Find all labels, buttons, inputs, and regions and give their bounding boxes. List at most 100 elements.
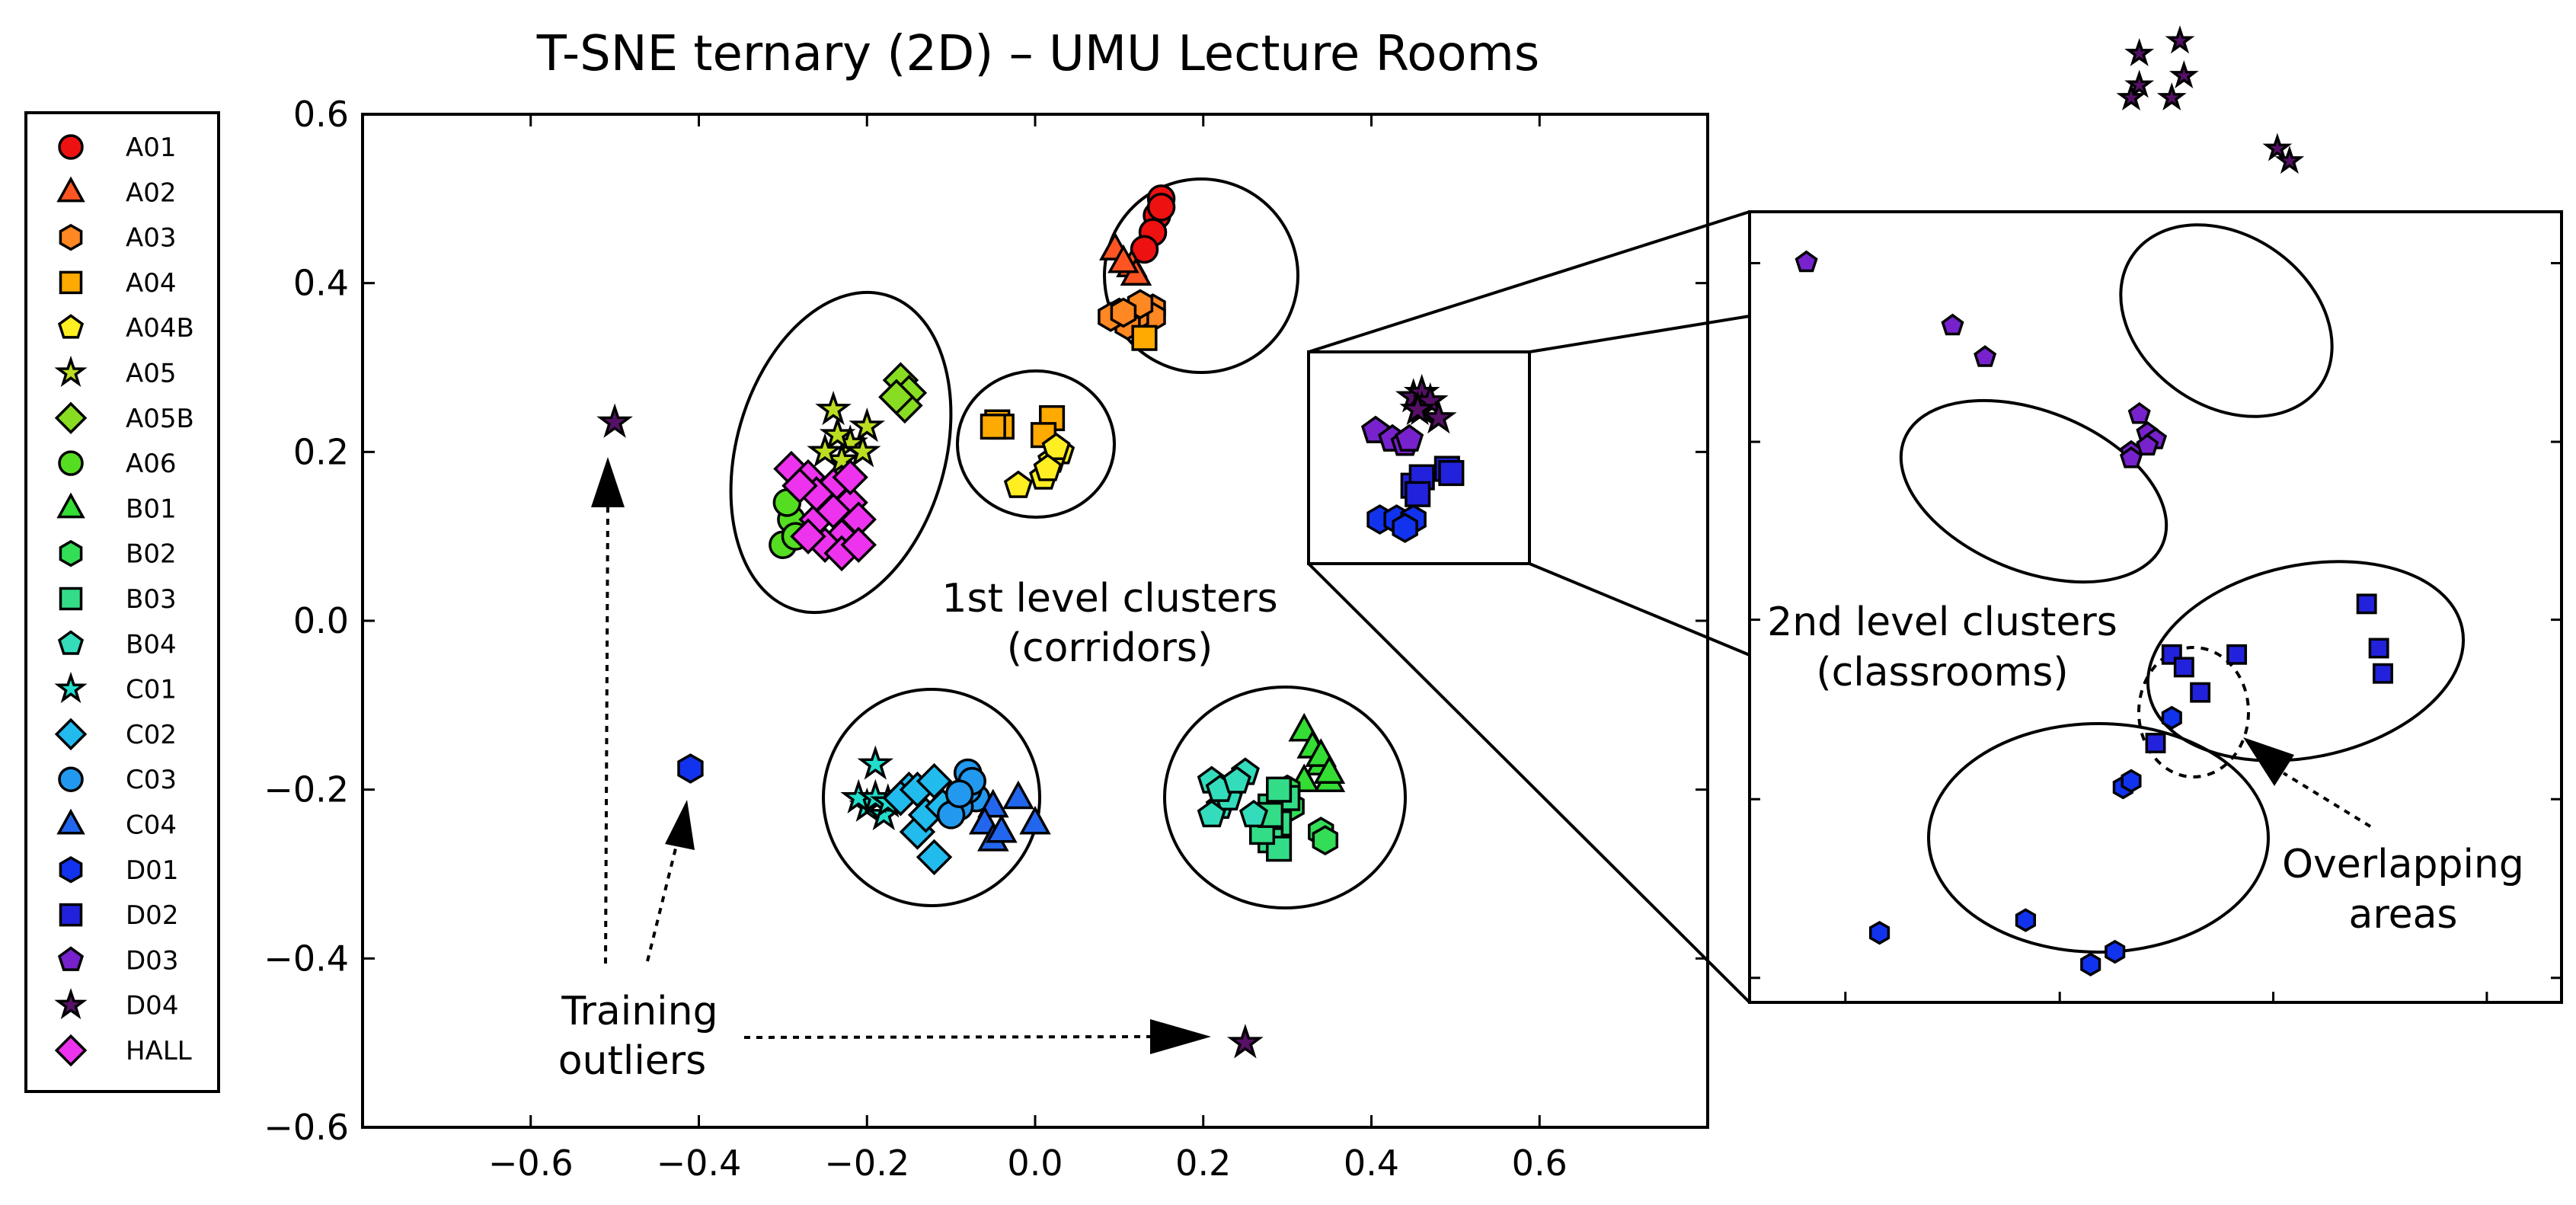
legend-label-a04b: A04B	[126, 313, 194, 344]
inset-point-d04	[2124, 38, 2155, 66]
inset-axis-ticks	[1750, 261, 2562, 1002]
inset-point-d01	[2080, 952, 2101, 976]
legend-marker-d03	[57, 946, 85, 971]
arrow-outlier-d01-shaft	[646, 845, 678, 962]
point-d01	[1392, 513, 1418, 543]
inset-ellipse-d02	[2146, 560, 2466, 762]
legend-marker-b01	[56, 492, 85, 519]
legend-marker-a06	[58, 450, 84, 476]
legend-label-b03: B03	[126, 584, 177, 615]
point-a05	[815, 390, 852, 426]
inset-cluster-ellipses	[1899, 223, 2466, 954]
legend-label-a02: A02	[126, 177, 177, 208]
legend-marker-b02	[59, 539, 83, 567]
point-a04	[1131, 324, 1158, 351]
inset-point-d01	[2015, 908, 2037, 932]
point-d04	[1227, 1024, 1264, 1059]
inset-plot-frame	[1748, 210, 2563, 1004]
cluster-ellipse-a01-a03	[1103, 177, 1299, 374]
x-tick-label: 0.6	[1512, 1143, 1568, 1184]
legend-label-b01: B01	[126, 494, 177, 524]
training-outliers-label-line2: outliers	[558, 1038, 707, 1084]
legend-marker-d04	[54, 988, 88, 1020]
point-hall	[815, 493, 852, 529]
x-tick-label: 0.0	[1007, 1143, 1063, 1184]
cluster-ellipse-hall-a05	[729, 290, 953, 615]
point-a05	[807, 433, 843, 468]
point-a05b	[878, 379, 915, 415]
point-a05	[819, 416, 856, 451]
chart-title: T-SNE ternary (2D) – UMU Lecture Rooms	[536, 26, 1539, 82]
y-tick-label: 0.4	[293, 263, 349, 304]
legend-marker-a04	[59, 270, 83, 295]
inset-point-d03	[2119, 446, 2143, 468]
point-a04b	[1041, 432, 1071, 460]
legend-marker-d02	[59, 903, 83, 927]
point-a04b	[1033, 453, 1063, 481]
inset-point-d03	[1941, 313, 1964, 336]
legend-label-c03: C03	[126, 765, 177, 795]
legend-marker-c02	[54, 718, 88, 751]
legend-label-a01: A01	[126, 133, 177, 163]
point-d04	[1399, 390, 1436, 426]
point-b04	[1197, 799, 1226, 828]
second-level-label-line2: (classrooms)	[1816, 650, 2068, 695]
x-tick-label: −0.6	[488, 1143, 574, 1184]
zoom-box	[1307, 350, 1531, 565]
inset-point-d02	[2356, 593, 2377, 615]
legend-label-a03: A03	[126, 223, 177, 254]
legend-marker-a05b	[54, 401, 88, 434]
y-tick-label: −0.6	[264, 1107, 349, 1148]
arrow-outlier-bottom-head	[1150, 1019, 1211, 1054]
inset-point-d01	[2105, 939, 2126, 964]
zoom-connector-bottom-right	[1529, 562, 1750, 657]
point-d04	[596, 403, 633, 438]
inset-point-d03	[2127, 401, 2151, 424]
point-hall	[832, 459, 868, 496]
point-b01	[1313, 755, 1346, 785]
legend-box	[24, 111, 220, 1093]
inset-point-d01	[2121, 769, 2142, 794]
inset-point-d02	[2368, 638, 2389, 659]
point-d02	[1405, 481, 1431, 507]
zoom-connector-top-left	[1308, 210, 1750, 353]
first-level-label-line2: (corridors)	[1007, 625, 1213, 671]
inset-point-d02	[2173, 657, 2194, 678]
legend-label-a06: A06	[126, 449, 177, 479]
point-a05	[849, 407, 886, 443]
point-d02	[1438, 459, 1465, 487]
overlap-label-line2: areas	[2348, 892, 2457, 938]
inset-ellipse-d01	[1927, 722, 2270, 954]
point-a01	[1146, 193, 1176, 222]
inset-point-d03	[1974, 345, 1997, 367]
inset-point-d02	[2373, 663, 2393, 684]
legend-label-d04: D04	[126, 991, 178, 1021]
x-tick-label: 0.4	[1344, 1143, 1399, 1184]
y-tick-label: −0.2	[264, 769, 349, 810]
legend-label-d03: D03	[126, 945, 178, 976]
second-level-label-line1: 2nd level clusters	[1767, 599, 2117, 645]
legend-marker-c03	[58, 766, 84, 792]
legend-label-a05: A05	[126, 359, 177, 389]
inset-point-d03	[2136, 433, 2159, 456]
inset-point-d03	[1795, 250, 1818, 273]
inset-point-d04	[2116, 82, 2146, 111]
inset-ellipse-d04	[2119, 223, 2334, 418]
cluster-ellipse-c	[822, 688, 1041, 907]
main-scatter-points	[596, 184, 1465, 1059]
inset-point-d02	[2145, 733, 2166, 753]
arrow-overlap-head	[2243, 737, 2294, 786]
x-tick-label: −0.4	[657, 1143, 742, 1184]
legend-label-a05b: A05B	[126, 404, 194, 434]
point-c02	[916, 839, 953, 876]
legend-label-d01: D01	[126, 855, 178, 886]
inset-point-d02	[2190, 682, 2211, 703]
inset-scatter-points	[1795, 25, 2393, 976]
legend-marker-c04	[56, 808, 85, 835]
legend-marker-a03	[59, 223, 83, 251]
annotation-arrows	[591, 457, 2372, 1054]
point-a05	[844, 433, 881, 468]
legend-marker-a04b	[57, 314, 85, 339]
point-b04	[1222, 766, 1251, 794]
